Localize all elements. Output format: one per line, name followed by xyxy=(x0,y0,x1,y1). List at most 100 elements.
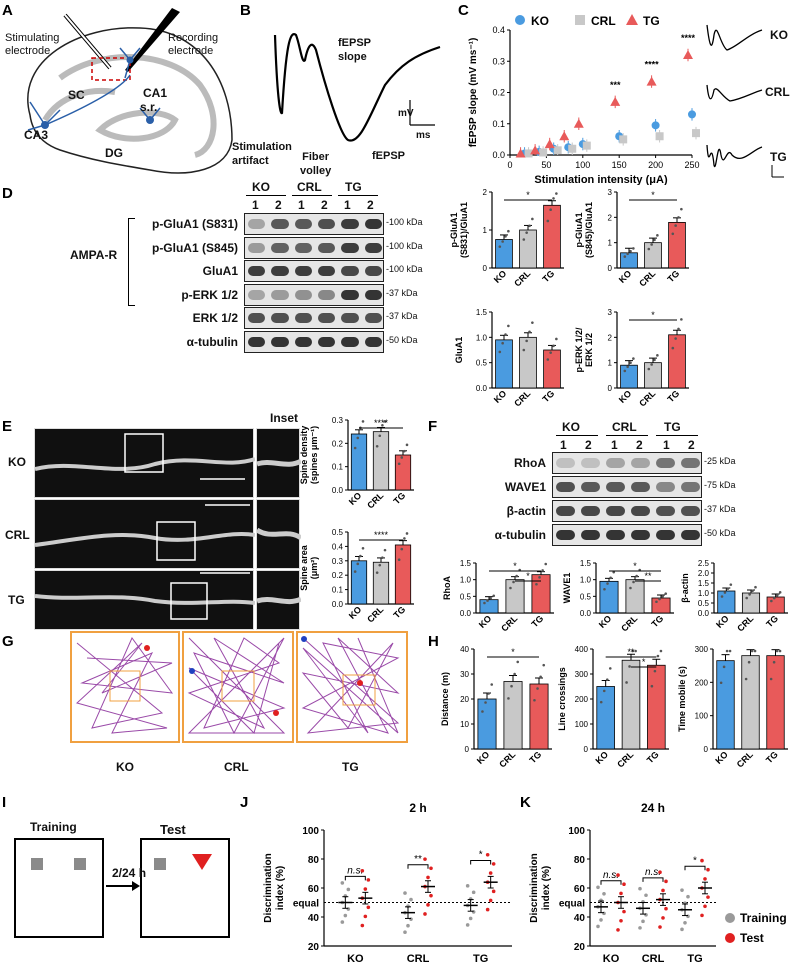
bar-ko xyxy=(495,239,513,269)
data-point xyxy=(541,569,544,572)
data-point xyxy=(509,586,512,590)
y-axis-label: RhoA xyxy=(442,576,452,600)
blot-band xyxy=(681,506,700,516)
data-point xyxy=(538,576,541,579)
blot-band xyxy=(681,530,700,540)
y-axis-label: Discriminationindex (%) xyxy=(263,853,286,922)
point-crl xyxy=(619,135,628,144)
group-line xyxy=(338,195,378,196)
data-point xyxy=(655,600,658,604)
data-point xyxy=(522,348,526,352)
data-point xyxy=(383,420,387,423)
bar-ko xyxy=(599,580,619,614)
data-point-test xyxy=(703,904,707,909)
x-tick-label: 0 xyxy=(507,160,512,170)
blot-band xyxy=(341,289,359,300)
data-point-training xyxy=(346,887,351,892)
data-point xyxy=(546,358,550,361)
training-label: Training xyxy=(30,820,77,834)
blot-band xyxy=(248,289,266,300)
y-tick-label: 0 xyxy=(608,384,613,393)
x-tick-label: KO xyxy=(347,604,364,621)
data-point xyxy=(489,596,492,600)
kda-marker: -25 kDa xyxy=(704,456,736,466)
group-line xyxy=(606,435,648,436)
significance-label: * xyxy=(642,657,646,667)
data-point xyxy=(605,678,609,681)
bar-crl xyxy=(644,362,662,389)
chart-title: 2 h xyxy=(409,801,426,815)
ms-scale-label: ms xyxy=(416,130,431,141)
x-tick-label: CRL xyxy=(735,613,756,634)
lane-label: 2 xyxy=(367,198,374,212)
data-point xyxy=(552,197,555,200)
y-axis-label: fEPSP slope (mV ms⁻¹) xyxy=(468,38,479,148)
data-point xyxy=(728,649,732,653)
panel-label-a: A xyxy=(2,2,13,19)
x-tick-label: CRL xyxy=(499,613,520,634)
data-point xyxy=(778,649,782,653)
data-point xyxy=(770,599,773,603)
blot-band xyxy=(318,313,336,323)
blot-strip xyxy=(244,236,384,259)
data-point xyxy=(501,341,504,345)
lane-label: 1 xyxy=(663,438,670,452)
y-tick-label: 1.0 xyxy=(580,576,592,585)
significance-label: **** xyxy=(374,530,389,540)
blot-band xyxy=(318,266,336,276)
data-point xyxy=(378,563,382,567)
data-point xyxy=(729,583,733,586)
data-point xyxy=(750,649,754,653)
legend-label: CRL xyxy=(591,14,616,28)
blot-strip xyxy=(552,524,702,546)
y-tick-label: 2.0 xyxy=(698,569,710,578)
data-point xyxy=(486,599,489,602)
data-point xyxy=(383,548,387,552)
blot-band xyxy=(294,266,312,276)
row-label-ko: KO xyxy=(8,455,26,469)
kda-marker: -37 kDa xyxy=(386,287,418,298)
blot-band xyxy=(606,482,625,492)
y-tick-label: 20 xyxy=(308,942,320,953)
data-point xyxy=(602,689,606,693)
significance-bracket xyxy=(344,875,366,881)
stimulating-electrode-label: Stimulating electrode xyxy=(5,32,60,57)
bar-tg xyxy=(766,596,785,614)
legend-label: Test xyxy=(740,931,764,945)
data-point xyxy=(632,357,635,360)
blot-band xyxy=(341,242,359,253)
blot-band xyxy=(681,482,700,492)
data-point xyxy=(623,369,627,373)
blot-band xyxy=(556,530,575,540)
y-axis-label: GluA1 xyxy=(454,337,464,364)
blot-band xyxy=(294,242,312,253)
x-tick-label: KO xyxy=(713,749,730,766)
bar-ko xyxy=(620,252,638,269)
blot-band xyxy=(341,219,359,229)
data-point xyxy=(513,672,516,676)
blot-strip xyxy=(244,213,384,235)
data-point xyxy=(361,420,365,423)
data-point xyxy=(632,247,635,250)
data-point xyxy=(629,249,632,253)
group-line xyxy=(656,435,698,436)
blot-band xyxy=(656,506,675,516)
example-traces xyxy=(706,24,784,178)
blot-d-group-tg: TG xyxy=(345,180,362,194)
significance-label: * xyxy=(651,310,655,320)
data-point xyxy=(353,570,357,573)
bar-ko xyxy=(479,599,499,614)
y-tick-label: 0.3 xyxy=(332,557,344,566)
fepsp-label: fEPSP xyxy=(372,150,406,162)
data-point-test xyxy=(488,871,493,875)
y-tick-label: 0.4 xyxy=(332,542,344,551)
y-axis-label: Discriminationindex (%) xyxy=(529,853,552,922)
row-label-tg: TG xyxy=(8,593,25,607)
blot-band xyxy=(581,482,600,492)
data-point xyxy=(778,591,782,594)
data-point-training xyxy=(471,890,476,895)
data-point xyxy=(772,596,776,600)
blot-band xyxy=(318,336,336,347)
